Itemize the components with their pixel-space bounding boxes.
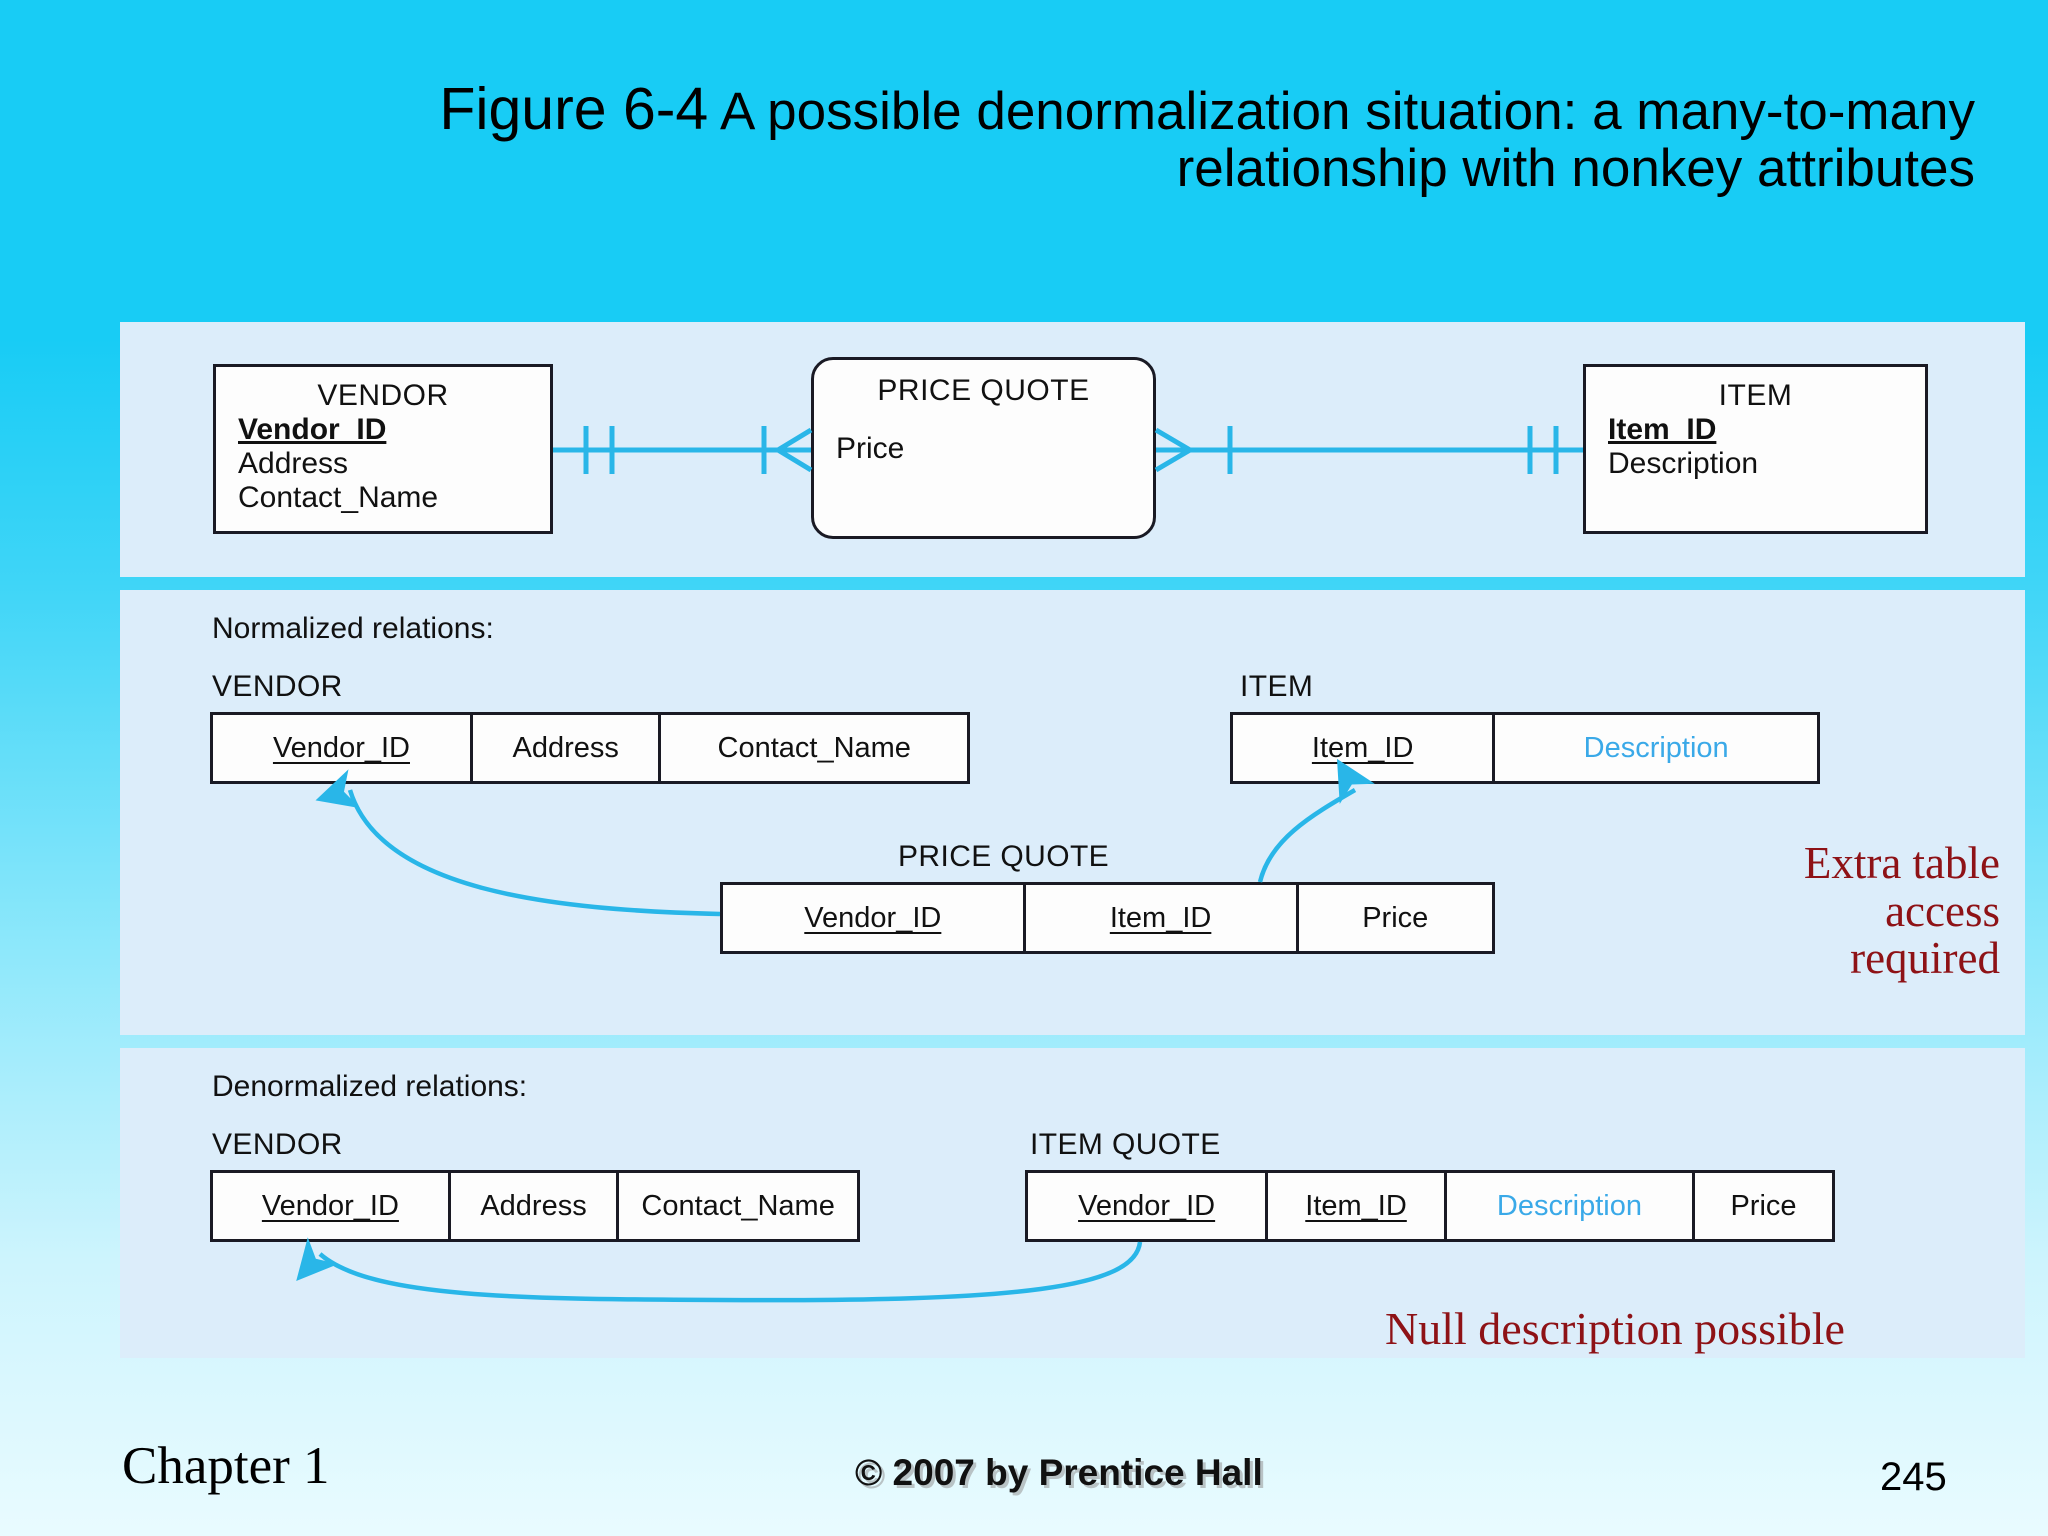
- figure-number: Figure 6-4: [439, 76, 709, 142]
- normalized-relations-panel: Normalized relations: VENDOR Vendor_ID A…: [120, 590, 2025, 1035]
- denormalized-table-vendor-label: VENDOR: [212, 1128, 343, 1161]
- column-contact-name: Contact_Name: [717, 731, 911, 764]
- column-iq-vendor-id: Vendor_ID: [1028, 1173, 1269, 1239]
- er-diagram-panel: VENDOR Vendor_ID Address Contact_Name PR…: [120, 322, 2025, 577]
- annotation-extra-table-access: Extra table access required: [1670, 838, 2000, 984]
- entity-price-quote-attr-price: Price: [836, 432, 905, 465]
- column-pq-vendor-id: Vendor_ID: [723, 885, 1026, 951]
- normalized-section-label: Normalized relations:: [212, 612, 494, 645]
- normalized-table-price-quote-label: PRICE QUOTE: [898, 840, 1110, 873]
- column-iq-description: Description: [1447, 1173, 1696, 1239]
- footer-chapter: Chapter 1: [122, 1437, 330, 1495]
- figure-caption-part1: A possible denormalization situation: a …: [708, 82, 1975, 141]
- denormalized-fk-arrow: [296, 1237, 1143, 1303]
- column-dn-contact-name: Contact_Name: [641, 1189, 835, 1222]
- title-line-1: Figure 6-4 A possible denormalization si…: [0, 78, 1975, 141]
- normalized-fk-arrows: [315, 758, 1375, 917]
- entity-price-quote: PRICE QUOTE Price: [811, 357, 1156, 539]
- entity-vendor-attr-vendor-id: Vendor_ID: [238, 413, 387, 446]
- denormalized-relations-panel: Denormalized relations: VENDOR Vendor_ID…: [120, 1048, 2025, 1358]
- entity-vendor-attr-contact-name: Contact_Name: [238, 480, 439, 514]
- column-iq-price: Price: [1730, 1189, 1797, 1222]
- denormalized-table-item-quote: Vendor_ID Item_ID Description Price: [1025, 1170, 1835, 1242]
- column-description: Description: [1583, 731, 1729, 764]
- annotation-null-description: Null description possible: [1385, 1303, 1845, 1354]
- annotation-extra-line-2: access: [1885, 885, 2000, 936]
- entity-item-attr-item-id: Item_ID: [1608, 413, 1717, 446]
- normalized-table-item-label: ITEM: [1240, 670, 1314, 703]
- column-iq-item-id: Item_ID: [1268, 1173, 1447, 1239]
- footer-page-number: 245: [1880, 1455, 1947, 1499]
- normalized-table-price-quote: Vendor_ID Item_ID Price: [720, 882, 1495, 954]
- entity-item-title: ITEM: [1718, 379, 1793, 412]
- column-vendor-id: Vendor_ID: [213, 715, 473, 781]
- fk-arrow-item: [1257, 758, 1375, 883]
- column-dn-vendor-id: Vendor_ID: [213, 1173, 451, 1239]
- footer-copyright: © 2007 by Prentice Hall: [855, 1452, 1263, 1493]
- fk-arrow-denorm-vendor: [296, 1237, 1143, 1303]
- entity-vendor-attr-address: Address: [238, 446, 349, 480]
- entity-item: ITEM Item_ID Description: [1583, 364, 1928, 534]
- annotation-extra-line-1: Extra table: [1803, 838, 2000, 888]
- denormalized-section-label: Denormalized relations:: [212, 1070, 528, 1103]
- normalized-table-vendor: Vendor_ID Address Contact_Name: [210, 712, 970, 784]
- normalized-table-item: Item_ID Description: [1230, 712, 1820, 784]
- fk-arrow-vendor: [315, 769, 721, 917]
- column-address: Address: [473, 715, 662, 781]
- entity-item-attr-description: Description: [1608, 446, 1759, 480]
- normalized-table-vendor-label: VENDOR: [212, 670, 343, 703]
- entity-vendor-title: VENDOR: [317, 379, 449, 412]
- denormalized-table-item-quote-label: ITEM QUOTE: [1030, 1128, 1221, 1161]
- column-dn-address: Address: [451, 1173, 620, 1239]
- title-line-2: relationship with nonkey attributes: [1176, 138, 1975, 198]
- entity-vendor: VENDOR Vendor_ID Address Contact_Name: [213, 364, 553, 534]
- entity-price-quote-title: PRICE QUOTE: [877, 374, 1090, 407]
- denormalized-table-vendor: Vendor_ID Address Contact_Name: [210, 1170, 860, 1242]
- column-item-id: Item_ID: [1233, 715, 1496, 781]
- column-pq-item-id: Item_ID: [1026, 885, 1299, 951]
- column-pq-price: Price: [1362, 901, 1429, 934]
- annotation-extra-line-3: required: [1850, 933, 2000, 984]
- er-relationship-lines: [553, 426, 1583, 474]
- page-title: Figure 6-4 A possible denormalization si…: [0, 78, 1975, 197]
